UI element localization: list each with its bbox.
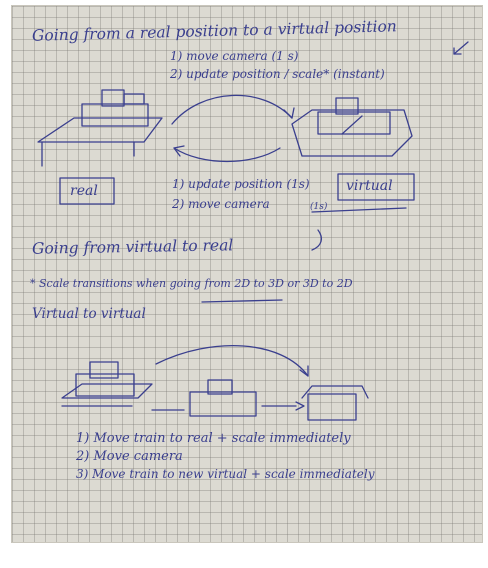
real-train-body (81, 103, 149, 127)
arrow-virtual-to-real (173, 147, 281, 163)
v1-train-cab (89, 361, 119, 379)
step-move-train-new-virtual: 3) Move train to new virtual + scale imm… (76, 467, 375, 481)
corner-arrow-icon (453, 41, 469, 55)
virtual-train-body (317, 111, 391, 135)
step-move-camera: 1) move camera (1 s) (170, 49, 299, 63)
virtual-label-box (337, 173, 415, 201)
step-move-camera-2: 2) move camera (172, 197, 270, 211)
virtual-platform (291, 109, 413, 157)
virtual-train-cab (335, 97, 359, 115)
notebook-page: Going from a real position to a virtual … (12, 6, 482, 542)
real-label-box (59, 177, 115, 205)
label-real: real (70, 183, 98, 199)
arrow-virtual-to-virtual (155, 344, 309, 377)
sketches (37, 41, 469, 421)
label-1s: (1s) (310, 202, 328, 212)
real-mid-train-cab (207, 379, 233, 395)
step-update-position-1s: 1) update position (1s) (172, 177, 310, 191)
v2-train-body (307, 393, 357, 421)
real-mid-train-body (189, 391, 257, 417)
scale-note: * Scale transitions when going from 2D t… (30, 277, 353, 290)
arrow-real-to-virtual (171, 94, 293, 125)
arrow-down-virtual (311, 229, 323, 251)
real-platform (37, 117, 163, 143)
step-move-camera-3: 2) Move camera (76, 449, 183, 464)
v1-train-body (75, 373, 135, 397)
heading-virtual-to-virtual: Virtual to virtual (32, 306, 146, 322)
heading-virtual-to-real: Going from virtual to real (31, 236, 234, 258)
step-move-train-real: 1) Move train to real + scale immediatel… (76, 431, 351, 446)
step-update-position: 2) update position / scale* (instant) (170, 67, 385, 81)
label-virtual: virtual (346, 178, 393, 194)
